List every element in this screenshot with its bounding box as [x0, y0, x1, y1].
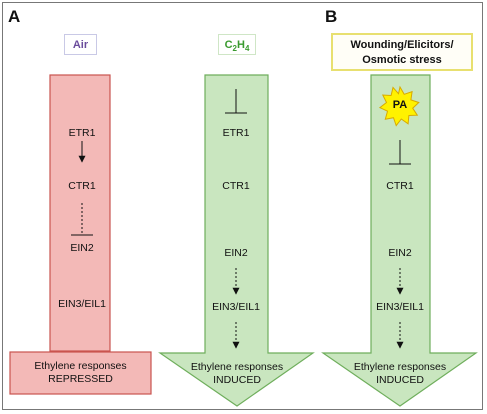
stress-pathway-arrow [321, 74, 478, 407]
ethylene-ctr1-label: CTR1 [222, 180, 250, 192]
stress-ctr1-label: CTR1 [386, 180, 414, 192]
ethylene-sub-2: 2 [232, 44, 237, 54]
ethylene-pathway-arrow [158, 74, 315, 407]
stress-response-text: Ethylene responses INDUCED [339, 361, 461, 387]
ethylene-h: H [237, 39, 245, 51]
ethylene-response-line1: Ethylene responses [190, 361, 284, 373]
ethylene-condition-box: C2H4 [218, 34, 256, 55]
panel-a-letter: A [8, 7, 21, 26]
air-ctr1-label: CTR1 [68, 180, 96, 192]
stress-ein3-label: EIN3/EIL1 [376, 301, 424, 313]
air-condition-box: Air [64, 34, 97, 55]
stress-response-line1: Ethylene responses [353, 361, 447, 373]
air-response-line2: REPRESSED [48, 373, 113, 385]
pa-label: PA [392, 99, 408, 111]
ethylene-response-line2: INDUCED [213, 374, 261, 386]
stress-response-line2: INDUCED [376, 374, 424, 386]
ethylene-sub-4: 4 [244, 44, 250, 54]
stress-label-line2: Osmotic stress [362, 54, 442, 66]
stress-condition-box: Wounding/Elicitors/ Osmotic stress [331, 33, 473, 71]
ethylene-ein2-label: EIN2 [224, 247, 248, 259]
ethylene-etr1-label: ETR1 [222, 127, 250, 139]
ethylene-c: C [224, 39, 233, 51]
panel-b-letter: B [325, 7, 338, 26]
ethylene-response-text: Ethylene responses INDUCED [176, 361, 298, 387]
stress-ein2-label: EIN2 [388, 247, 412, 259]
pa-burst-icon [378, 85, 420, 127]
air-ein2-label: EIN2 [70, 242, 94, 254]
stress-label-line1: Wounding/Elicitors/ [350, 39, 454, 51]
air-response-text: Ethylene responses REPRESSED [10, 360, 151, 386]
ethylene-ein3-label: EIN3/EIL1 [212, 301, 260, 313]
air-label: Air [72, 39, 89, 51]
air-ein3-label: EIN3/EIL1 [58, 298, 106, 310]
air-etr1-label: ETR1 [68, 127, 96, 139]
air-response-line1: Ethylene responses [34, 360, 127, 372]
figure-frame [2, 2, 483, 410]
air-pathway-column [49, 74, 111, 352]
air-response-box [9, 351, 152, 395]
